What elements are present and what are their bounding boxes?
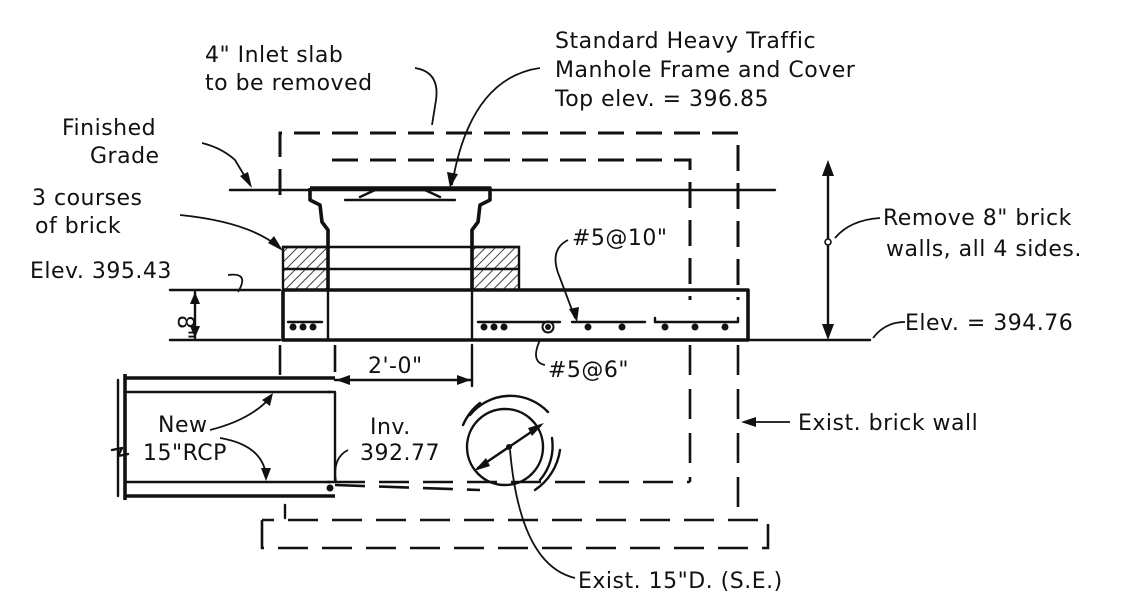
new-pipe-label-line1: New [158, 413, 208, 438]
inlet-slab-label-line1: 4" Inlet slab [205, 43, 343, 68]
existing-walls-outline [260, 131, 770, 550]
rebar [286, 316, 740, 334]
elev-brick-label: Elev. 395.43 [30, 259, 172, 284]
exist-brick-wall-label: Exist. brick wall [798, 411, 978, 436]
invert-line [334, 483, 481, 492]
rebar-top-label: #5@10" [572, 226, 668, 251]
leader-lines [179, 67, 906, 579]
manhole-frame [308, 186, 492, 290]
remove-walls-label-line2: walls, all 4 sides. [886, 237, 1082, 262]
rebar-bottom-label: #5@6" [548, 358, 629, 383]
slab-thickness-label: 8" [172, 315, 197, 340]
new-pipe-label-line2: 15"RCP [143, 441, 227, 466]
inlet-slab-label-line2: to be removed [205, 71, 373, 96]
invert-label-line1: Inv. [370, 415, 411, 440]
elev-slab-label: Elev. = 394.76 [905, 311, 1073, 336]
two-foot-dimension [333, 343, 474, 388]
new-rcp-pipe [110, 374, 337, 500]
existing-pipe [461, 394, 562, 492]
manhole-label-line2: Manhole Frame and Cover [555, 58, 856, 83]
wall-height-dimension [822, 160, 834, 340]
annotations: 4" Inlet slab to be removed Standard Hea… [30, 29, 1082, 594]
concrete-slab [281, 288, 750, 342]
courses-label-line2: of brick [35, 214, 121, 239]
brick-courses [281, 245, 521, 292]
manhole-label-line3: Top elev. = 396.85 [554, 87, 769, 112]
finished-grade-label-line1: Finished [62, 116, 156, 141]
exist-pipe-label: Exist. 15"D. (S.E.) [578, 569, 783, 594]
slab-thickness-dimension [168, 288, 282, 342]
manhole-label-line1: Standard Heavy Traffic [555, 29, 816, 54]
two-foot-dimension-label: 2'-0" [368, 354, 423, 379]
courses-label-line1: 3 courses [32, 186, 143, 211]
finished-grade-label-line2: Grade [90, 144, 160, 169]
invert-label-line2: 392.77 [360, 441, 440, 466]
remove-walls-label-line1: Remove 8" brick [883, 206, 1072, 231]
